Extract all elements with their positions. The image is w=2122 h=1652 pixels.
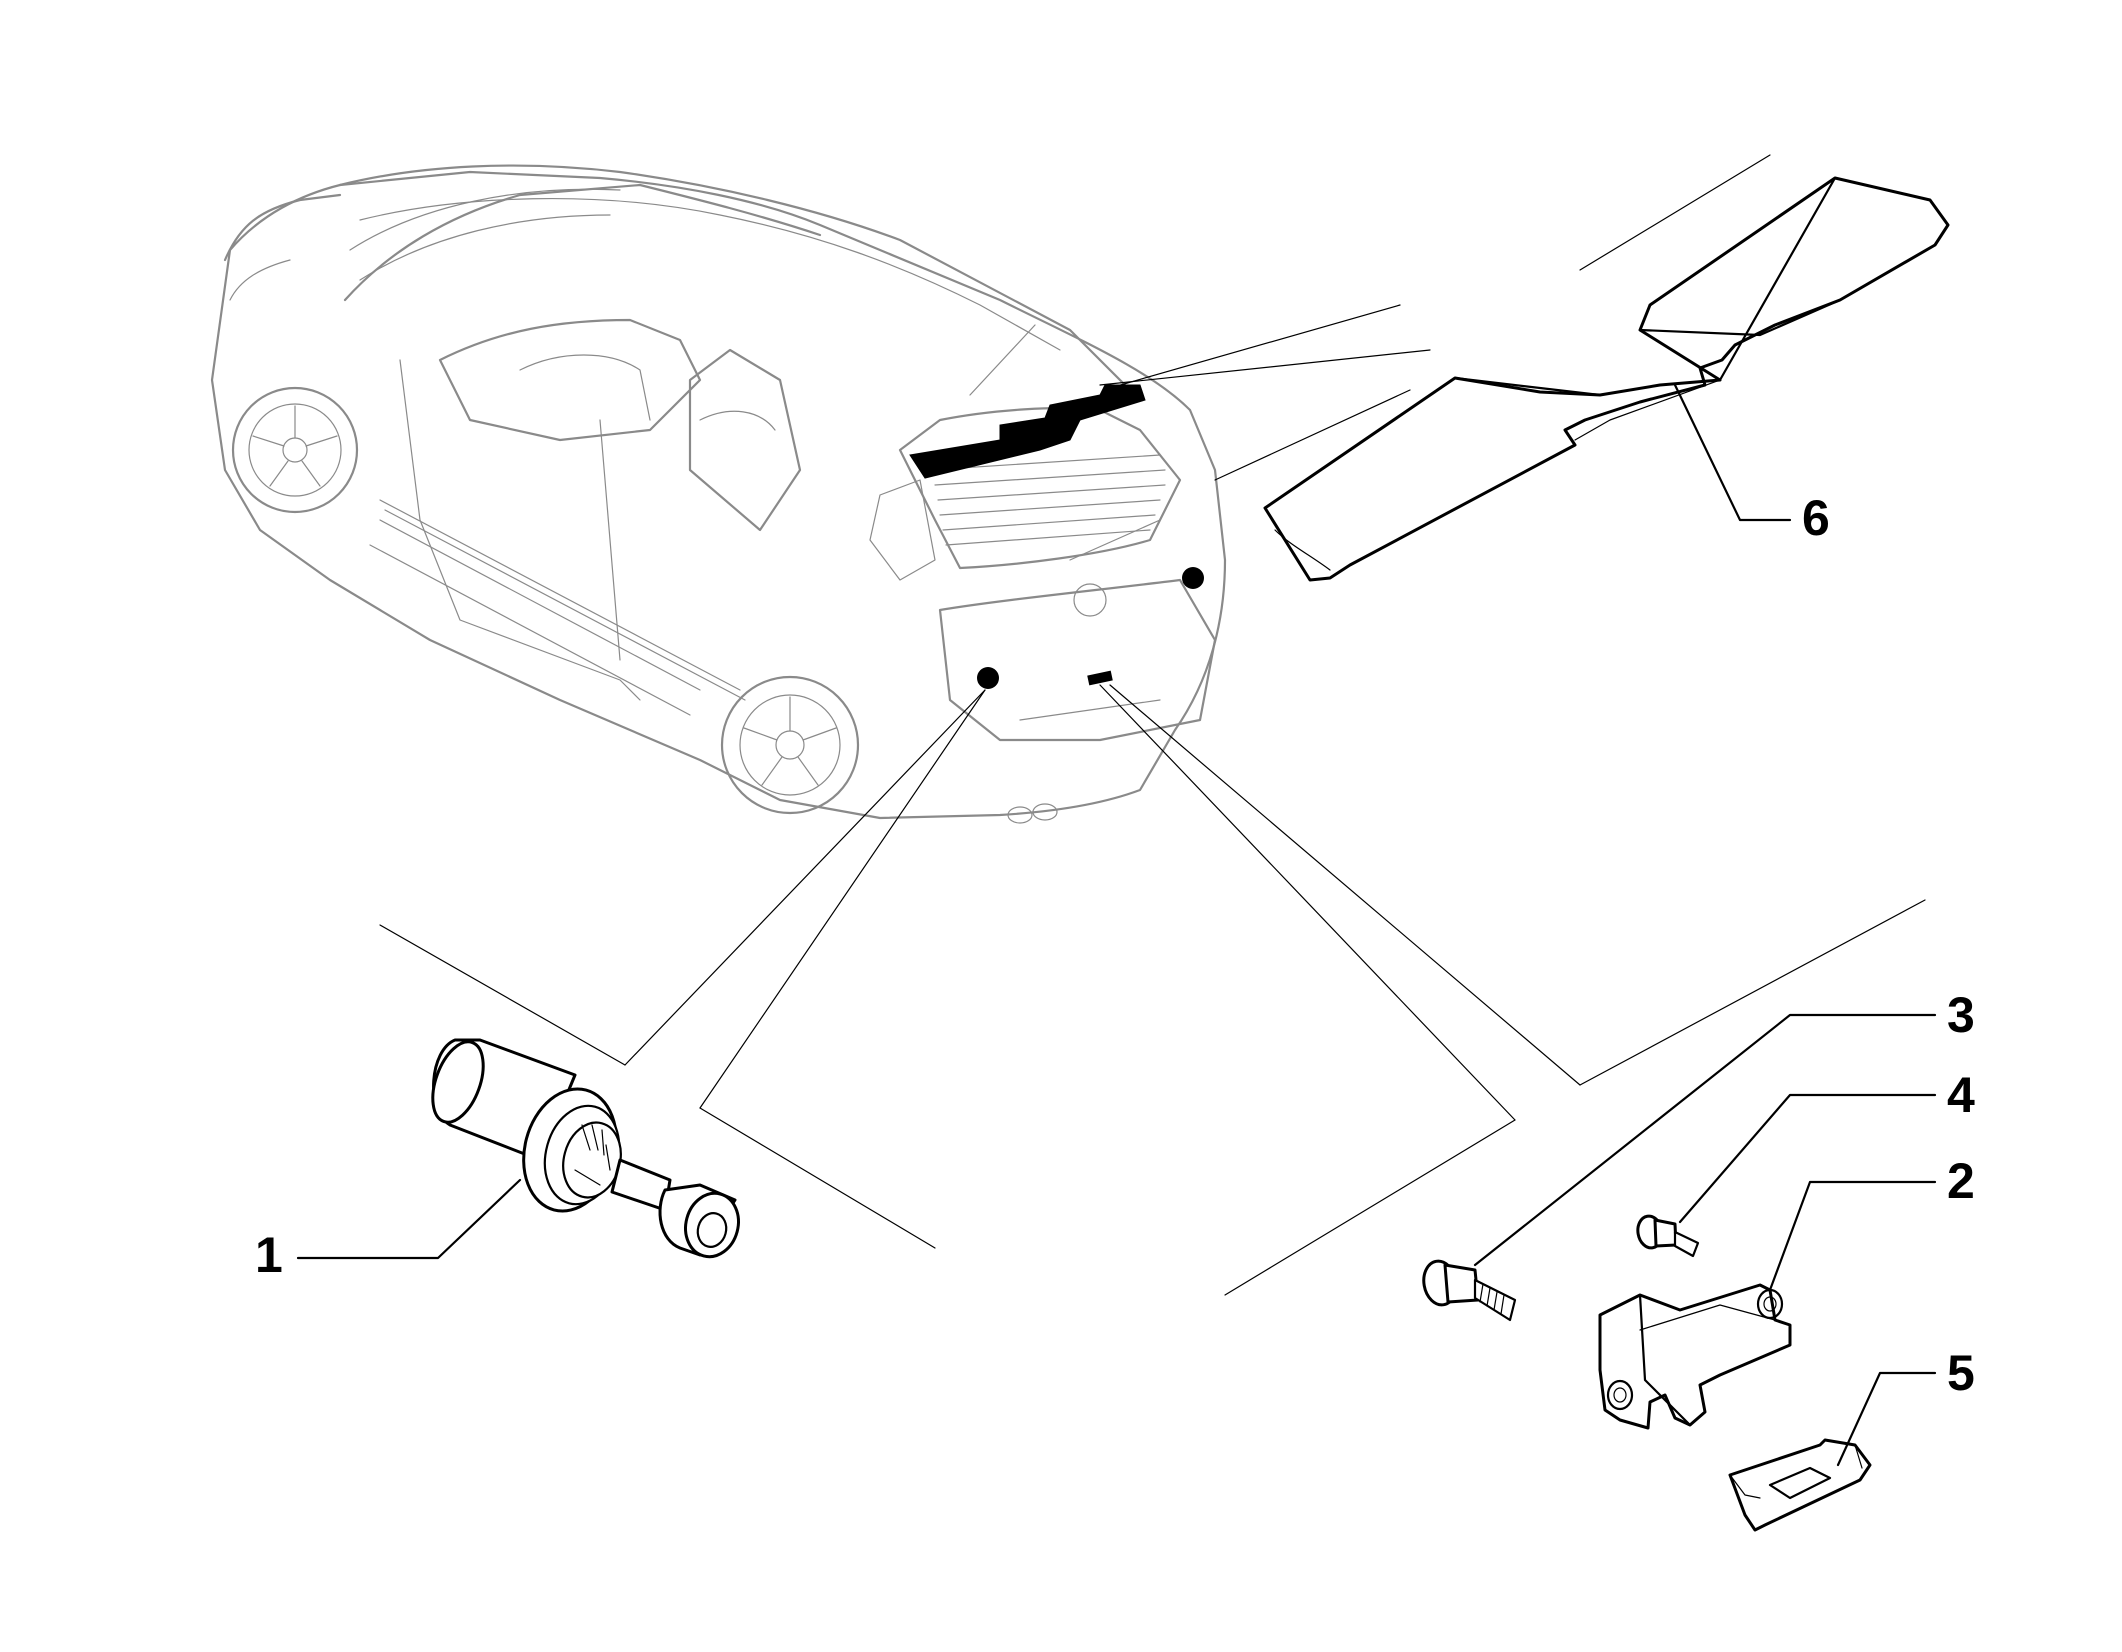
callout-6: 6 bbox=[1802, 490, 1830, 546]
part-bolt-small bbox=[1636, 1093, 1937, 1258]
callout-3: 3 bbox=[1947, 987, 1975, 1043]
car-latch-highlight bbox=[1087, 670, 1113, 686]
car-illustration bbox=[210, 164, 1227, 824]
part-latch-cover bbox=[1728, 1371, 1937, 1532]
leader-spoiler bbox=[1673, 383, 1792, 522]
part-latch-striker bbox=[1598, 1180, 1937, 1430]
callout-5: 5 bbox=[1947, 1345, 1975, 1401]
callout-1: 1 bbox=[255, 1227, 283, 1283]
callout-2: 2 bbox=[1947, 1153, 1975, 1209]
car-lock-highlight bbox=[977, 667, 999, 689]
part-spoiler bbox=[1263, 176, 1950, 582]
callout-4: 4 bbox=[1947, 1067, 1975, 1123]
part-lock-cylinder bbox=[296, 1038, 740, 1260]
leader-lines bbox=[379, 154, 1926, 1296]
part-bolt-large bbox=[1422, 1013, 1937, 1322]
